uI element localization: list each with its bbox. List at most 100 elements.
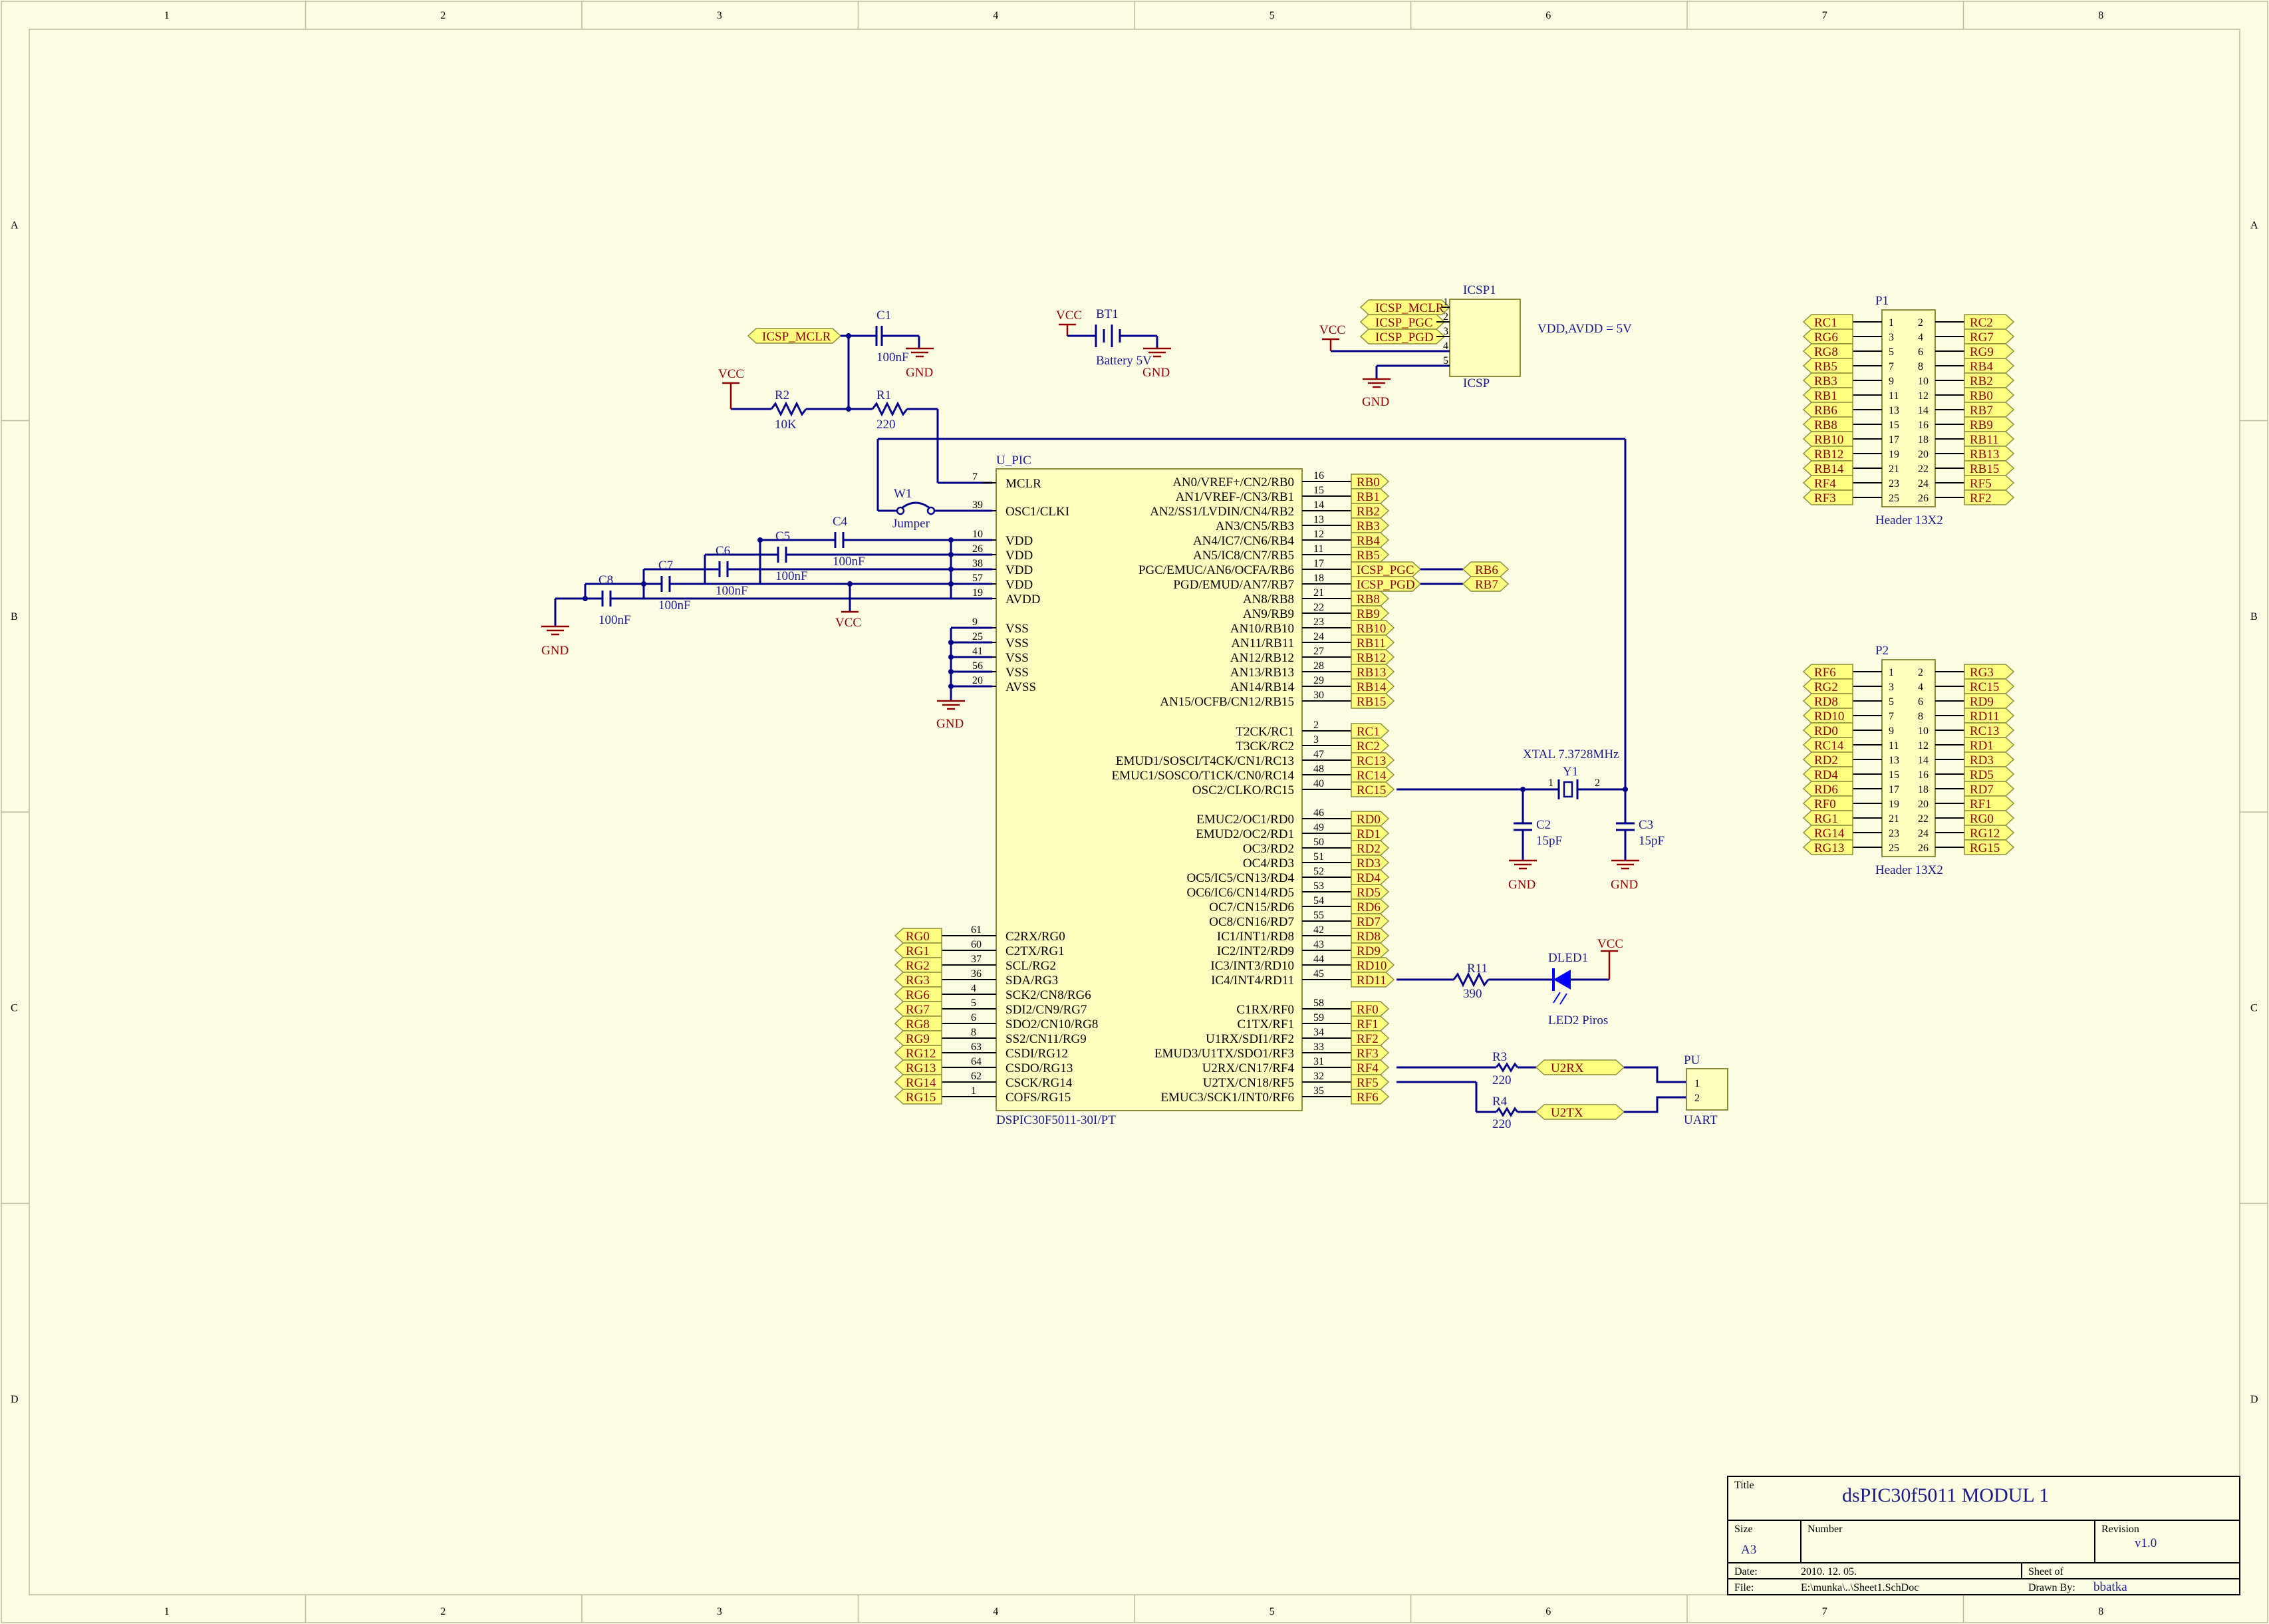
net-label-rb11[interactable]: RB11 xyxy=(1351,634,1395,650)
net-label-rb10[interactable]: RB10 xyxy=(1802,431,1853,447)
net-label-rd10[interactable]: RD10 xyxy=(1351,957,1395,973)
net-label-rb4[interactable]: RB4 xyxy=(1964,358,2015,374)
net-label-rb3[interactable]: RB3 xyxy=(1351,517,1390,533)
net-label-rg2[interactable]: RG2 xyxy=(894,957,942,973)
net-label-rb2[interactable]: RB2 xyxy=(1351,503,1390,519)
net-label-rg15[interactable]: RG15 xyxy=(894,1089,942,1105)
net-label-rc14[interactable]: RC14 xyxy=(1802,737,1853,753)
net-label-rf3[interactable]: RF3 xyxy=(1802,489,1853,505)
net-label-rg7[interactable]: RG7 xyxy=(1964,329,2015,344)
net-label-rc14[interactable]: RC14 xyxy=(1351,767,1395,783)
net-label-rg13[interactable]: RG13 xyxy=(894,1059,942,1075)
net-label-rc13[interactable]: RC13 xyxy=(1351,752,1395,768)
net-label-rd2[interactable]: RD2 xyxy=(1351,840,1390,856)
net-label-rb11[interactable]: RB11 xyxy=(1964,431,2015,447)
net-label-rd7[interactable]: RD7 xyxy=(1351,913,1390,929)
net-label-icsp_pgd[interactable]: ICSP_PGD xyxy=(1351,576,1422,592)
net-label-rd3[interactable]: RD3 xyxy=(1964,751,2015,767)
net-label-rc2[interactable]: RC2 xyxy=(1964,314,2015,330)
net-label-rb2[interactable]: RB2 xyxy=(1964,372,2015,388)
net-label-rg3[interactable]: RG3 xyxy=(894,972,942,988)
net-label-rg12[interactable]: RG12 xyxy=(1964,825,2015,841)
net-label-rd9[interactable]: RD9 xyxy=(1964,693,2015,709)
net-label-rg6[interactable]: RG6 xyxy=(1802,329,1853,344)
net-label-rc15[interactable]: RC15 xyxy=(1964,678,2015,694)
net-label-rd9[interactable]: RD9 xyxy=(1351,942,1390,958)
net-label-rd0[interactable]: RD0 xyxy=(1802,722,1853,738)
net-label-rg2[interactable]: RG2 xyxy=(1802,678,1853,694)
net-label-rb3[interactable]: RB3 xyxy=(1802,372,1853,388)
net-label-rg14[interactable]: RG14 xyxy=(894,1074,942,1090)
net-label-rb10[interactable]: RB10 xyxy=(1351,620,1395,636)
net-label-rb14[interactable]: RB14 xyxy=(1351,678,1395,694)
net-label-rb9[interactable]: RB9 xyxy=(1351,605,1390,621)
net-label-rb15[interactable]: RB15 xyxy=(1351,693,1395,709)
net-label-rf4[interactable]: RF4 xyxy=(1802,475,1853,491)
net-label-rb1[interactable]: RB1 xyxy=(1802,387,1853,403)
net-label-rd3[interactable]: RD3 xyxy=(1351,855,1390,871)
net-label-rb5[interactable]: RB5 xyxy=(1351,547,1390,563)
net-label-rg13[interactable]: RG13 xyxy=(1802,839,1853,855)
net-label-rf1[interactable]: RF1 xyxy=(1351,1015,1390,1031)
net-label-rc1[interactable]: RC1 xyxy=(1351,723,1390,739)
net-label-rf5[interactable]: RF5 xyxy=(1964,475,2015,491)
net-label-rc15[interactable]: RC15 xyxy=(1351,781,1395,797)
net-label-rf1[interactable]: RF1 xyxy=(1964,795,2015,811)
net-label-rc1[interactable]: RC1 xyxy=(1802,314,1853,330)
net-label-rb12[interactable]: RB12 xyxy=(1802,446,1853,462)
net-label-rb7[interactable] xyxy=(1462,576,1510,592)
net-label-icsp_pgc[interactable]: ICSP_PGC xyxy=(1351,561,1422,577)
net-label-rd4[interactable]: RD4 xyxy=(1802,766,1853,782)
net-label-rg1[interactable]: RG1 xyxy=(894,942,942,958)
net-label-rg8[interactable]: RG8 xyxy=(894,1015,942,1031)
pu-connector-body[interactable] xyxy=(1686,1068,1728,1111)
net-label-rf2[interactable]: RF2 xyxy=(1351,1030,1390,1046)
net-label-rb0[interactable]: RB0 xyxy=(1351,474,1390,489)
net-label-rb8[interactable]: RB8 xyxy=(1802,416,1853,432)
net-label-rg9[interactable]: RG9 xyxy=(894,1030,942,1046)
net-label-rg0[interactable]: RG0 xyxy=(894,928,942,944)
net-label-rb1[interactable]: RB1 xyxy=(1351,488,1390,504)
net-label-rb13[interactable]: RB13 xyxy=(1351,664,1395,680)
net-label-rd8[interactable]: RD8 xyxy=(1351,928,1390,944)
net-label-rf0[interactable]: RF0 xyxy=(1802,795,1853,811)
net-label-rd6[interactable]: RD6 xyxy=(1351,898,1390,914)
net-label-rb12[interactable]: RB12 xyxy=(1351,649,1395,665)
net-label-rb5[interactable]: RB5 xyxy=(1802,358,1853,374)
header-body[interactable] xyxy=(1881,659,1936,857)
net-label-rb6[interactable]: RB6 xyxy=(1802,402,1853,418)
net-label-rd1[interactable]: RD1 xyxy=(1964,737,2015,753)
net-label-rb14[interactable]: RB14 xyxy=(1802,460,1853,476)
net-label-rb4[interactable]: RB4 xyxy=(1351,532,1390,548)
net-label-rg0[interactable]: RG0 xyxy=(1964,810,2015,826)
net-label-rg6[interactable]: RG6 xyxy=(894,986,942,1002)
net-label-rb0[interactable]: RB0 xyxy=(1964,387,2015,403)
net-label-rg7[interactable]: RG7 xyxy=(894,1001,942,1017)
net-label-rd2[interactable]: RD2 xyxy=(1802,751,1853,767)
net-label-rb15[interactable]: RB15 xyxy=(1964,460,2015,476)
net-label-rd11[interactable]: RD11 xyxy=(1351,972,1395,988)
net-label-rf6[interactable]: RF6 xyxy=(1351,1089,1390,1105)
net-label-rd6[interactable]: RD6 xyxy=(1802,781,1853,797)
net-label-rc2[interactable]: RC2 xyxy=(1351,738,1390,753)
net-label-rf6[interactable]: RF6 xyxy=(1802,664,1853,680)
net-label-rd7[interactable]: RD7 xyxy=(1964,781,2015,797)
net-label-rc13[interactable]: RC13 xyxy=(1964,722,2015,738)
net-label-rg15[interactable]: RG15 xyxy=(1964,839,2015,855)
net-label-rd1[interactable]: RD1 xyxy=(1351,825,1390,841)
net-label-rd4[interactable]: RD4 xyxy=(1351,869,1390,885)
icsp1-body[interactable] xyxy=(1449,299,1521,377)
net-label-rd8[interactable]: RD8 xyxy=(1802,693,1853,709)
net-label-rd0[interactable]: RD0 xyxy=(1351,811,1390,827)
net-label-rb8[interactable]: RB8 xyxy=(1351,591,1390,607)
net-label-rg3[interactable]: RG3 xyxy=(1964,664,2015,680)
net-label-rb13[interactable]: RB13 xyxy=(1964,446,2015,462)
net-label-rd5[interactable]: RD5 xyxy=(1964,766,2015,782)
net-label-rg9[interactable]: RG9 xyxy=(1964,343,2015,359)
net-label-rf3[interactable]: RF3 xyxy=(1351,1045,1390,1061)
net-label-rf4[interactable]: RF4 xyxy=(1351,1059,1390,1075)
net-label-rg1[interactable]: RG1 xyxy=(1802,810,1853,826)
net-label-rf5[interactable]: RF5 xyxy=(1351,1074,1390,1090)
net-label-rf2[interactable]: RF2 xyxy=(1964,489,2015,505)
net-label-rg8[interactable]: RG8 xyxy=(1802,343,1853,359)
